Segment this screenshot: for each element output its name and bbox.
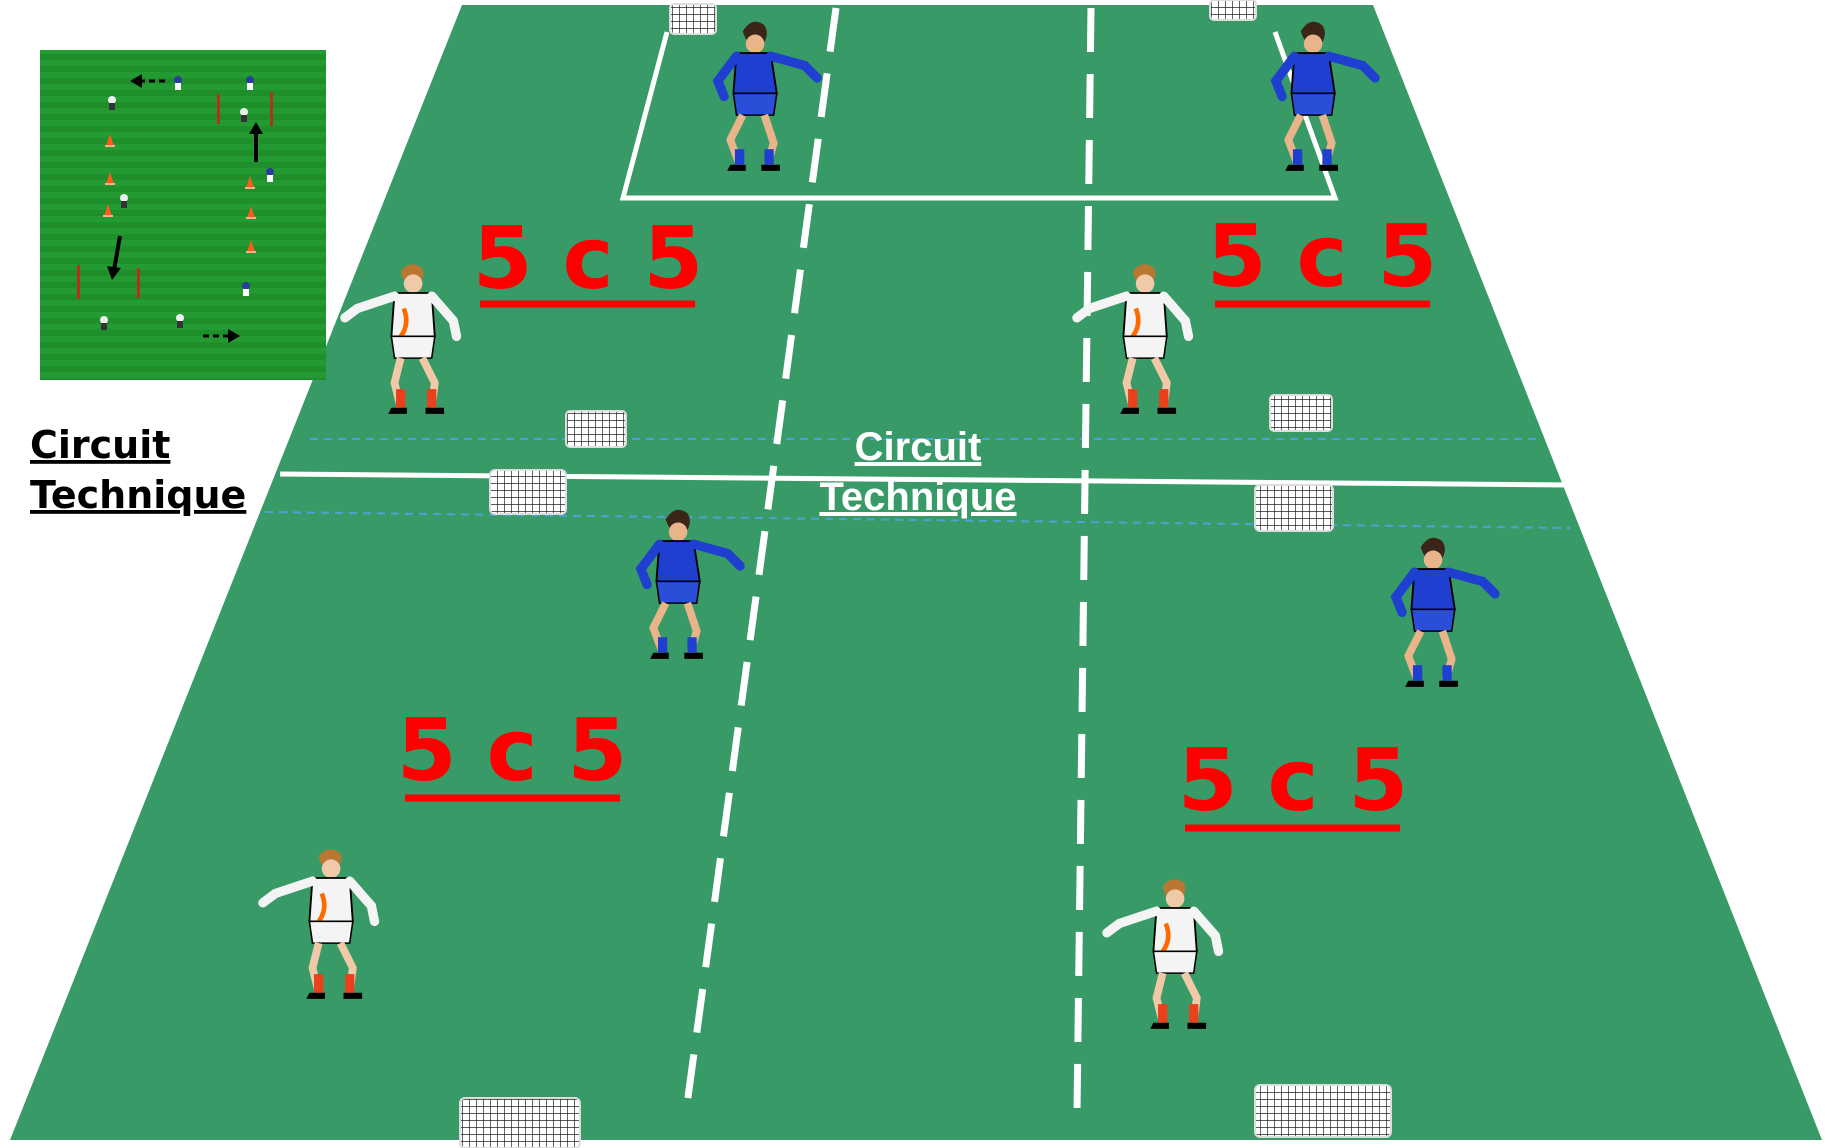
mini-goal [490, 470, 566, 514]
mini-player-icon [108, 96, 116, 110]
mini-player-icon [240, 108, 248, 122]
mini-player-icon [246, 76, 254, 90]
zone-label-top-right: 5 c 5 [1207, 207, 1438, 307]
mini-goal [670, 4, 716, 34]
mini-goal [1210, 0, 1256, 20]
center-label-line2: Technique [819, 475, 1016, 519]
zone-label-top-left: 5 c 5 [473, 209, 704, 309]
mini-player-icon [242, 282, 250, 296]
center-label-line1: Circuit [855, 425, 982, 469]
side-label-line1: Circuit [30, 423, 170, 467]
mini-player-icon [100, 316, 108, 330]
mini-goal [460, 1098, 580, 1148]
mini-goal [1255, 1085, 1391, 1137]
mini-player-icon [174, 76, 182, 90]
zone-label-bottom-left: 5 c 5 [397, 701, 628, 801]
zone-label-bottom-right: 5 c 5 [1178, 731, 1409, 831]
mini-goal [1255, 485, 1333, 531]
side-label-line2: Technique [30, 473, 246, 517]
circuit-thumbnail [40, 50, 326, 380]
mini-goal [1270, 395, 1332, 431]
mini-player-icon [176, 314, 184, 328]
mini-player-icon [266, 168, 274, 182]
mini-goal [566, 411, 626, 447]
mini-player-icon [120, 194, 128, 208]
